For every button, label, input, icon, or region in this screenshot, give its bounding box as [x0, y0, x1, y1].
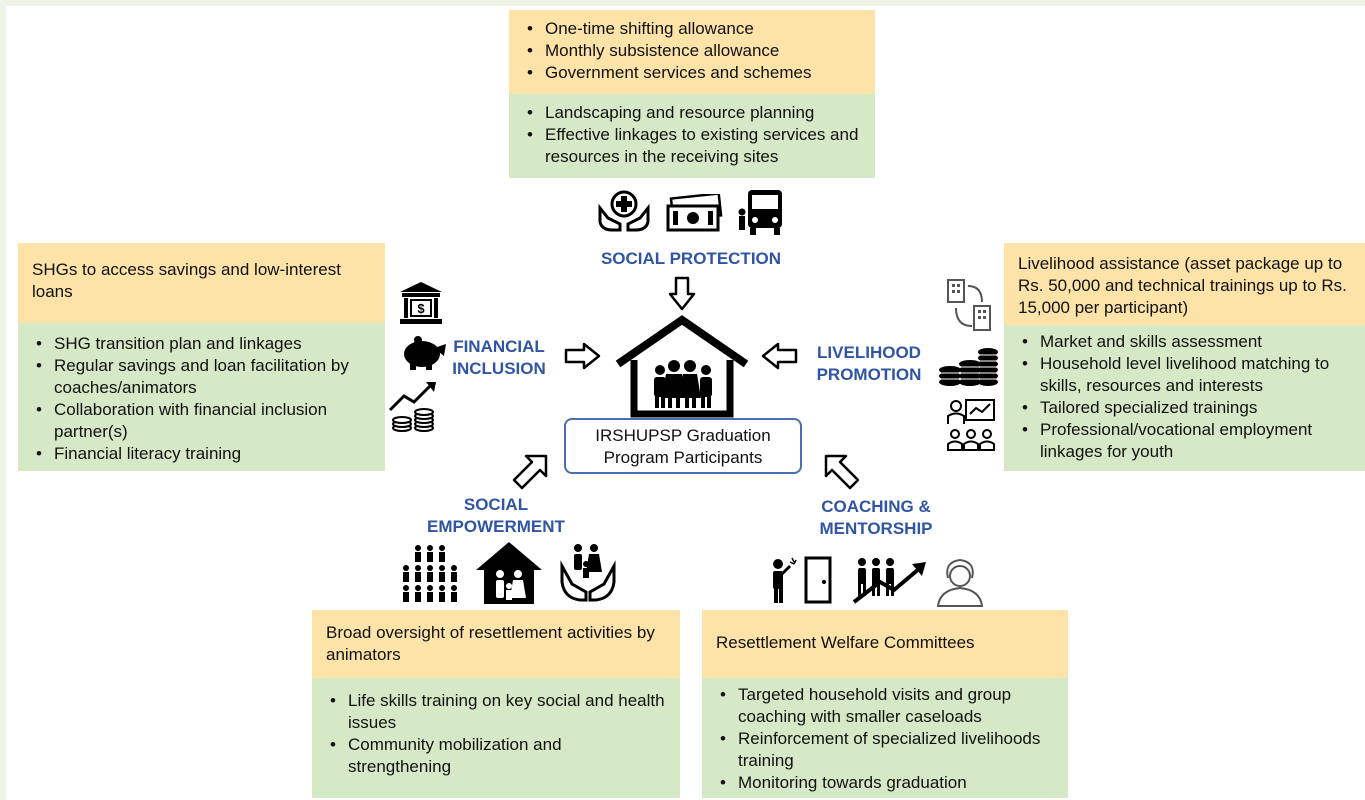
cash-icon — [666, 194, 723, 232]
social-empowerment-label-line-1: SOCIAL — [463, 495, 529, 514]
svg-text:$: $ — [417, 301, 425, 316]
list-item: Effective linkages to existing services … — [523, 124, 861, 168]
list-item: Landscaping and resource planning — [523, 102, 861, 124]
social-protection-label: SOCIAL PROTECTION — [600, 249, 782, 268]
financial-inclusion-label-line-1: FINANCIAL — [453, 337, 545, 356]
livelihood-label-line-2: PROMOTION — [816, 365, 922, 384]
mentor-icon — [936, 558, 984, 607]
financial-inclusion-header-text: SHGs to access savings and low-interest … — [32, 260, 341, 301]
list-item: Targeted household visits and group coac… — [716, 684, 1054, 728]
list-item: Monitoring towards graduation — [716, 772, 1054, 794]
livelihood-label-line-1: LIVELIHOOD — [817, 343, 921, 362]
list-item: One-time shifting allowance — [523, 18, 861, 40]
participants-line-1: IRSHUPSP Graduation — [595, 426, 771, 445]
piggy-bank-icon — [404, 336, 446, 370]
coach-door-icon — [773, 556, 832, 604]
training-icon — [947, 399, 995, 451]
social-empowerment-header: Broad oversight of resettlement activiti… — [312, 610, 680, 678]
social-protection-body: Landscaping and resource planning Effect… — [509, 94, 875, 178]
house-family-icon — [476, 542, 542, 604]
list-item: Collaboration with financial inclusion p… — [32, 399, 371, 443]
financial-inclusion-label: FINANCIAL INCLUSION — [444, 336, 554, 380]
coins-growth-icon — [388, 382, 436, 432]
financial-inclusion-header: SHGs to access savings and low-interest … — [18, 243, 385, 323]
list-item: Reinforcement of specialized livelihoods… — [716, 728, 1054, 772]
arrow-down-icon — [668, 276, 696, 311]
coaching-body: Targeted household visits and group coac… — [702, 678, 1068, 798]
arrow-right-icon — [564, 342, 601, 370]
team-growth-icon — [852, 558, 926, 604]
financial-inclusion-body-list: SHG transition plan and linkages Regular… — [32, 333, 371, 465]
list-item: Tailored specialized trainings — [1018, 397, 1351, 419]
participants-line-2: Program Participants — [603, 448, 763, 467]
financial-inclusion-label-line-2: INCLUSION — [452, 359, 546, 378]
livelihood-label: LIVELIHOOD PROMOTION — [804, 342, 934, 386]
coaching-label: COACHING & MENTORSHIP — [796, 496, 956, 540]
list-item: Regular savings and loan facilitation by… — [32, 355, 371, 399]
hands-medical-icon — [598, 190, 650, 232]
coaching-label-line-2: MENTORSHIP — [819, 519, 933, 538]
arrow-up-right-icon — [512, 454, 548, 490]
arrow-left-icon — [761, 342, 798, 370]
livelihood-body-list: Market and skills assessment Household l… — [1018, 331, 1351, 463]
arrow-up-left-icon — [824, 454, 860, 490]
social-empowerment-body-list: Life skills training on key social and h… — [326, 690, 666, 778]
bus-icon — [738, 190, 782, 235]
list-item: Monthly subsistence allowance — [523, 40, 861, 62]
list-item: Life skills training on key social and h… — [326, 690, 666, 734]
participants-box: IRSHUPSP Graduation Program Participants — [564, 418, 802, 474]
social-empowerment-label: SOCIAL EMPOWERMENT — [416, 494, 576, 538]
livelihood-body: Market and skills assessment Household l… — [1004, 325, 1365, 471]
list-item: Community mobilization and strengthening — [326, 734, 666, 778]
list-item: SHG transition plan and linkages — [32, 333, 371, 355]
livelihood-header-text: Livelihood assistance (asset package up … — [1018, 254, 1347, 317]
diagram-canvas: One-time shifting allowance Monthly subs… — [6, 6, 1365, 800]
list-item: Household level livelihood matching to s… — [1018, 353, 1351, 397]
social-empowerment-header-text: Broad oversight of resettlement activiti… — [326, 623, 655, 664]
bank-icon: $ — [400, 282, 442, 324]
house-participants-icon — [615, 315, 749, 418]
social-protection-header: One-time shifting allowance Monthly subs… — [509, 10, 875, 94]
coin-stacks-icon — [939, 348, 998, 386]
coaching-header-text: Resettlement Welfare Committees — [716, 633, 975, 652]
list-item: Financial literacy training — [32, 443, 371, 465]
livelihood-header: Livelihood assistance (asset package up … — [1004, 243, 1365, 325]
coaching-label-line-1: COACHING & — [821, 497, 931, 516]
coaching-header: Resettlement Welfare Committees — [702, 610, 1068, 678]
social-protection-body-list: Landscaping and resource planning Effect… — [523, 102, 861, 168]
coaching-body-list: Targeted household visits and group coac… — [716, 684, 1054, 794]
social-empowerment-body: Life skills training on key social and h… — [312, 678, 680, 798]
buildings-icon — [947, 279, 991, 331]
list-item: Market and skills assessment — [1018, 331, 1351, 353]
social-empowerment-label-line-2: EMPOWERMENT — [427, 517, 565, 536]
list-item: Government services and schemes — [523, 62, 861, 84]
financial-inclusion-body: SHG transition plan and linkages Regular… — [18, 323, 385, 471]
family-hands-icon — [560, 544, 616, 602]
social-protection-header-list: One-time shifting allowance Monthly subs… — [523, 18, 861, 84]
list-item: Professional/vocational employment linka… — [1018, 419, 1351, 463]
family-group-icon — [403, 545, 457, 602]
